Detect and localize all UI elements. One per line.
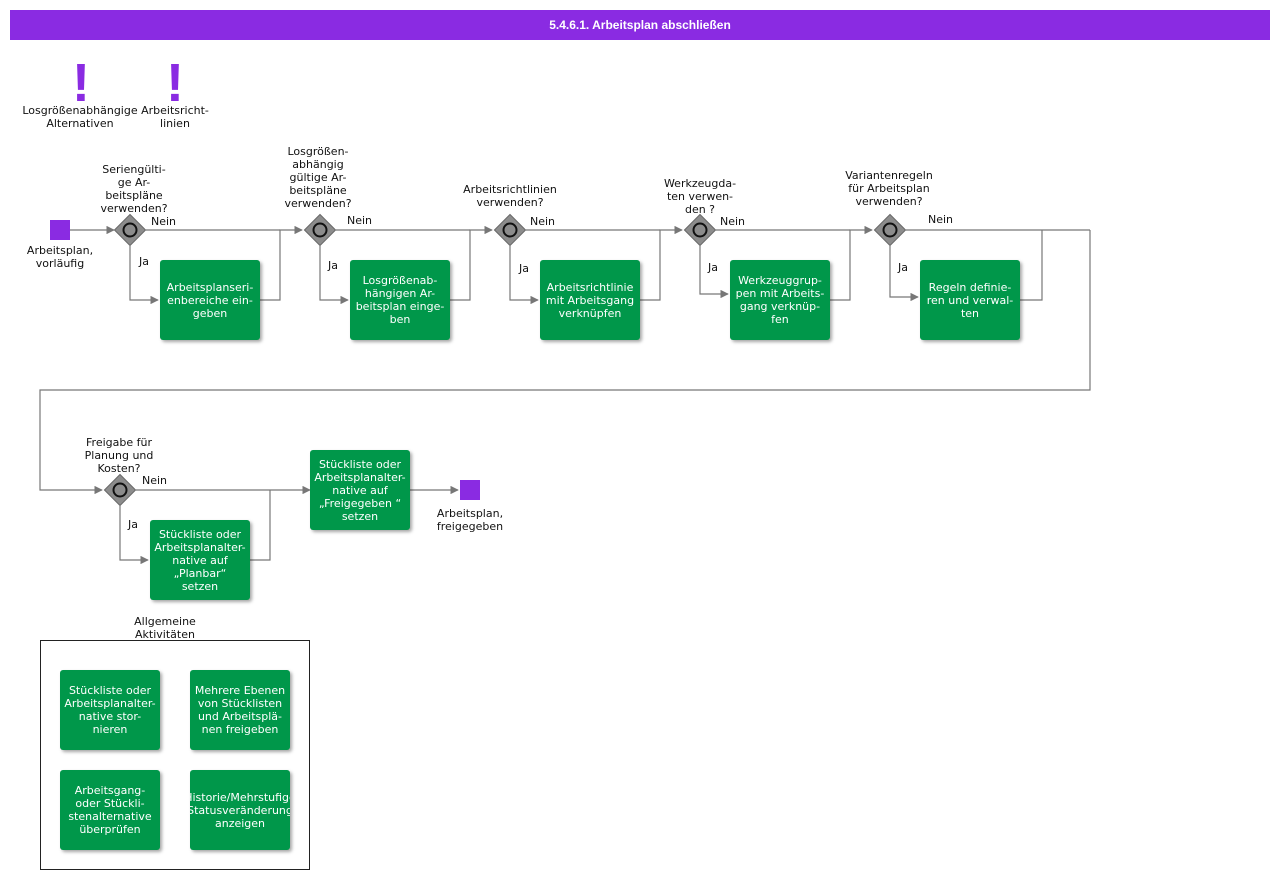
task-regeln[interactable]: Regeln definie- ren und verwal- ten	[920, 260, 1020, 340]
connector	[129, 246, 159, 305]
group-task-ueberpruefen[interactable]: Arbeitsgang- oder Stückli- stenalternati…	[60, 770, 160, 850]
info-note-label: Arbeitsricht- linien	[141, 104, 209, 130]
task-arbeitsplanserienbereiche[interactable]: Arbeitsplanseri- enbereiche ein- geben	[160, 260, 260, 340]
gateway-yes-label: Ja	[139, 255, 149, 268]
exclamation-icon: !	[166, 53, 184, 113]
connector	[640, 225, 683, 301]
gateway	[493, 213, 527, 247]
info-note-label: Losgrößenabhängige Alternativen	[22, 104, 138, 130]
task-arbeitsrichtlinie[interactable]: Arbeitsrichtlinie mit Arbeitsgang verknü…	[540, 260, 640, 340]
task-werkzeuggruppen[interactable]: Werkzeuggrup- pen mit Arbeits- gang verk…	[730, 260, 830, 340]
group-task-mehrere-ebenen[interactable]: Mehrere Ebenen von Stücklisten und Arbei…	[190, 670, 290, 750]
connector	[250, 490, 271, 561]
gateway-question: Werkzeugda- ten verwen- den ?	[663, 177, 737, 216]
group-label: Allgemeine Aktivitäten	[134, 615, 196, 639]
group-allgemeine-aktivitaeten	[40, 640, 310, 870]
connector	[509, 246, 539, 305]
end-event[interactable]	[460, 480, 480, 500]
gateway-question: Seriengülti- ge Ar- beitspläne verwenden…	[100, 163, 168, 215]
gateway-yes-label: Ja	[708, 261, 718, 274]
connector	[889, 246, 919, 302]
connector	[260, 225, 303, 301]
gateway	[113, 213, 147, 247]
gateway-question: Variantenregeln für Arbeitsplan verwende…	[845, 169, 933, 208]
page-title: 5.4.6.1. Arbeitsplan abschließen	[10, 10, 1270, 40]
gateway	[873, 213, 907, 247]
gateway-no-label: Nein	[347, 214, 373, 227]
task-losgroessen-arbeitsplan[interactable]: Losgrößenab- hängigen Ar- beitsplan eing…	[350, 260, 450, 340]
task-freigegeben-setzen[interactable]: Stückliste oder Arbeitsplanalter- native…	[310, 450, 410, 530]
start-event[interactable]	[50, 220, 70, 240]
connector	[319, 246, 349, 305]
task-planbar-setzen[interactable]: Stückliste oder Arbeitsplanalter- native…	[150, 520, 250, 600]
gateway-no-label: Nein	[530, 215, 556, 228]
connector	[830, 225, 873, 301]
gateway-yes-label: Ja	[519, 262, 529, 275]
connector	[450, 225, 493, 301]
gateway-no-label: Nein	[720, 215, 746, 228]
gateway-no-label: Nein	[142, 474, 168, 487]
gateway	[683, 213, 717, 247]
gateway-question: Losgrößen- abhängig gültige Ar- beitsplä…	[284, 145, 352, 210]
gateway	[103, 473, 137, 507]
gateway-no-label: Nein	[928, 213, 954, 226]
start-event-label: Arbeitsplan, vorläufig	[26, 244, 94, 270]
gateway-question: Freigabe für Planung und Kosten?	[84, 436, 154, 475]
gateway-no-label: Nein	[151, 215, 177, 228]
connector	[699, 246, 729, 299]
exclamation-icon: !	[72, 53, 90, 113]
gateway-question: Arbeitsrichtlinien verwenden?	[463, 183, 557, 209]
gateway-yes-label: Ja	[328, 259, 338, 272]
gateway-yes-label: Ja	[128, 518, 138, 531]
group-task-historie[interactable]: Historie/Mehrstufige Statusveränderung a…	[190, 770, 290, 850]
gateway	[303, 213, 337, 247]
connector	[1020, 230, 1043, 301]
group-task-stornieren[interactable]: Stückliste oder Arbeitsplanalter- native…	[60, 670, 160, 750]
connector	[39, 230, 1091, 495]
connector	[119, 506, 149, 565]
gateway-yes-label: Ja	[898, 261, 908, 274]
end-event-label: Arbeitsplan, freigegeben	[436, 507, 504, 533]
